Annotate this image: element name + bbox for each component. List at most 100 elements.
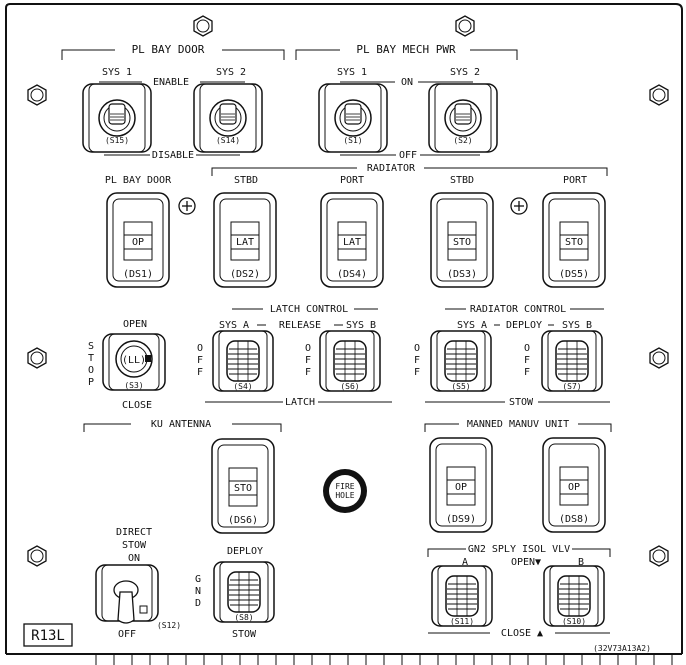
ds1-flag: OP: [132, 237, 144, 248]
stow-label: STOW: [509, 397, 534, 408]
talkback-ds3: STO (DS3): [430, 192, 494, 288]
stop-letter: T: [88, 353, 94, 364]
pl-bay-door-header: PL BAY DOOR: [132, 43, 205, 56]
drawing-reference: (32V73A13A2): [593, 644, 651, 653]
gn2-header: GN2 SPLY ISOL VLV: [468, 544, 570, 555]
mech-sys2-label: SYS 2: [450, 67, 480, 78]
off-letter: O: [197, 343, 203, 354]
stop-letter: O: [88, 365, 94, 376]
s15-label: (S15): [105, 136, 129, 145]
stop-letter: P: [88, 377, 94, 388]
s8-label: (S8): [234, 613, 253, 622]
panel-screw-icon: [27, 84, 47, 106]
off-letter: F: [305, 367, 311, 378]
ds3-flag: STO: [453, 237, 471, 248]
close-label: CLOSE: [122, 400, 152, 411]
s10-label: (S10): [562, 617, 586, 626]
port-label: PORT: [563, 175, 587, 186]
gnd-letter: G: [195, 574, 201, 585]
off-letter: F: [197, 355, 203, 366]
close-label: CLOSE ▲: [501, 628, 543, 639]
ds3-id: (DS3): [447, 269, 477, 280]
panel-screw-icon: [27, 347, 47, 369]
off-label: OFF: [118, 629, 136, 640]
stbd-label: STBD: [450, 175, 474, 186]
enable-label: ENABLE: [153, 77, 189, 88]
ds5-flag: STO: [565, 237, 583, 248]
valve-b-label: B: [578, 557, 584, 568]
release-label: RELEASE: [279, 320, 321, 331]
off-letter: F: [414, 355, 420, 366]
s11-label: (S11): [450, 617, 474, 626]
panel-screw-icon: [455, 15, 475, 37]
disable-label: DISABLE: [152, 150, 194, 161]
ds8-id: (DS8): [559, 514, 589, 525]
ds6-id: (DS6): [228, 515, 258, 526]
s2-label: (S2): [453, 136, 472, 145]
s4-label: (S4): [233, 382, 252, 391]
radiator-sys-b: SYS B: [562, 320, 592, 331]
lever-lock-label: (LL): [122, 355, 146, 366]
ds1-id: (DS1): [123, 269, 153, 280]
off-letter: F: [414, 367, 420, 378]
fire-hole-label: HOLE: [335, 491, 354, 500]
ds9-flag: OP: [455, 482, 467, 493]
talkback-ds2: LAT (DS2): [213, 192, 277, 288]
on-label: ON: [128, 553, 140, 564]
ds9-id: (DS9): [446, 514, 476, 525]
talkback-ds8: OP (DS8): [542, 437, 606, 533]
pl-bay-mech-pwr-group: PL BAY MECH PWR SYS 1 SYS 2 ON (S1) (S2)…: [295, 43, 518, 161]
radiator-label: RADIATOR: [367, 163, 416, 174]
s6-label: (S6): [340, 382, 359, 391]
open-label: OPEN▼: [511, 557, 541, 568]
talkback-row: PL BAY DOOR RADIATOR STBD PORT STBD PORT…: [105, 163, 608, 288]
radiator-control-header: RADIATOR CONTROL: [470, 304, 566, 315]
latch-sys-b: SYS B: [346, 320, 376, 331]
latch-sys-a: SYS A: [219, 320, 249, 331]
gnd-letter: N: [195, 586, 201, 597]
ds2-id: (DS2): [230, 269, 260, 280]
talkback-ds1: OP (DS1): [106, 192, 170, 288]
stow-label: STOW: [122, 540, 147, 551]
manned-manuv-unit-group: MANNED MANUV UNIT OP (DS9) OP (DS8): [424, 419, 612, 533]
ds2-flag: LAT: [236, 237, 254, 248]
pl-bay-door-group: PL BAY DOOR SYS 1 SYS 2 ENABLE (S15) (S1…: [61, 43, 285, 161]
pl-bay-door-talkback-label: PL BAY DOOR: [105, 175, 172, 186]
off-label: OFF: [399, 150, 417, 161]
plus-screw-icon: [510, 197, 528, 215]
off-letter: F: [305, 355, 311, 366]
mech-sys1-label: SYS 1: [337, 67, 367, 78]
off-letter: O: [305, 343, 311, 354]
panel-screw-icon: [27, 545, 47, 567]
bottom-ruler: [95, 654, 673, 665]
radiator-sys-a: SYS A: [457, 320, 487, 331]
ds4-flag: LAT: [343, 237, 361, 248]
s1-label: (S1): [343, 136, 362, 145]
panel-screw-icon: [649, 84, 669, 106]
deploy-label: DEPLOY: [506, 320, 542, 331]
off-letter: O: [524, 343, 530, 354]
on-label: ON: [401, 77, 413, 88]
direct-stow-switch[interactable]: [95, 564, 159, 624]
plus-screw-icon: [178, 197, 196, 215]
ku-antenna-group: KU ANTENNA STO (DS6) DIRECT STOW ON OFF …: [83, 419, 282, 640]
open-label: OPEN: [123, 319, 147, 330]
deploy-label: DEPLOY: [227, 546, 263, 557]
ds8-flag: OP: [568, 482, 580, 493]
ds4-id: (DS4): [337, 269, 367, 280]
direct-label: DIRECT: [116, 527, 152, 538]
radiator-control-group: RADIATOR CONTROL SYS A DEPLOY SYS B O F …: [414, 304, 610, 408]
sys2-label: SYS 2: [216, 67, 246, 78]
panel-screw-icon: [649, 347, 669, 369]
s5-label: (S5): [451, 382, 470, 391]
off-letter: O: [414, 343, 420, 354]
mmu-header: MANNED MANUV UNIT: [467, 419, 569, 430]
panel-id-plate: R13L: [23, 623, 73, 647]
talkback-ds9: OP (DS9): [429, 437, 493, 533]
stop-letter: S: [88, 341, 94, 352]
pl-bay-door-open-close-switch[interactable]: [102, 333, 166, 391]
talkback-ds5: STO (DS5): [542, 192, 606, 288]
latch-label: LATCH: [285, 397, 315, 408]
ku-antenna-header: KU ANTENNA: [151, 419, 211, 430]
off-letter: F: [524, 367, 530, 378]
